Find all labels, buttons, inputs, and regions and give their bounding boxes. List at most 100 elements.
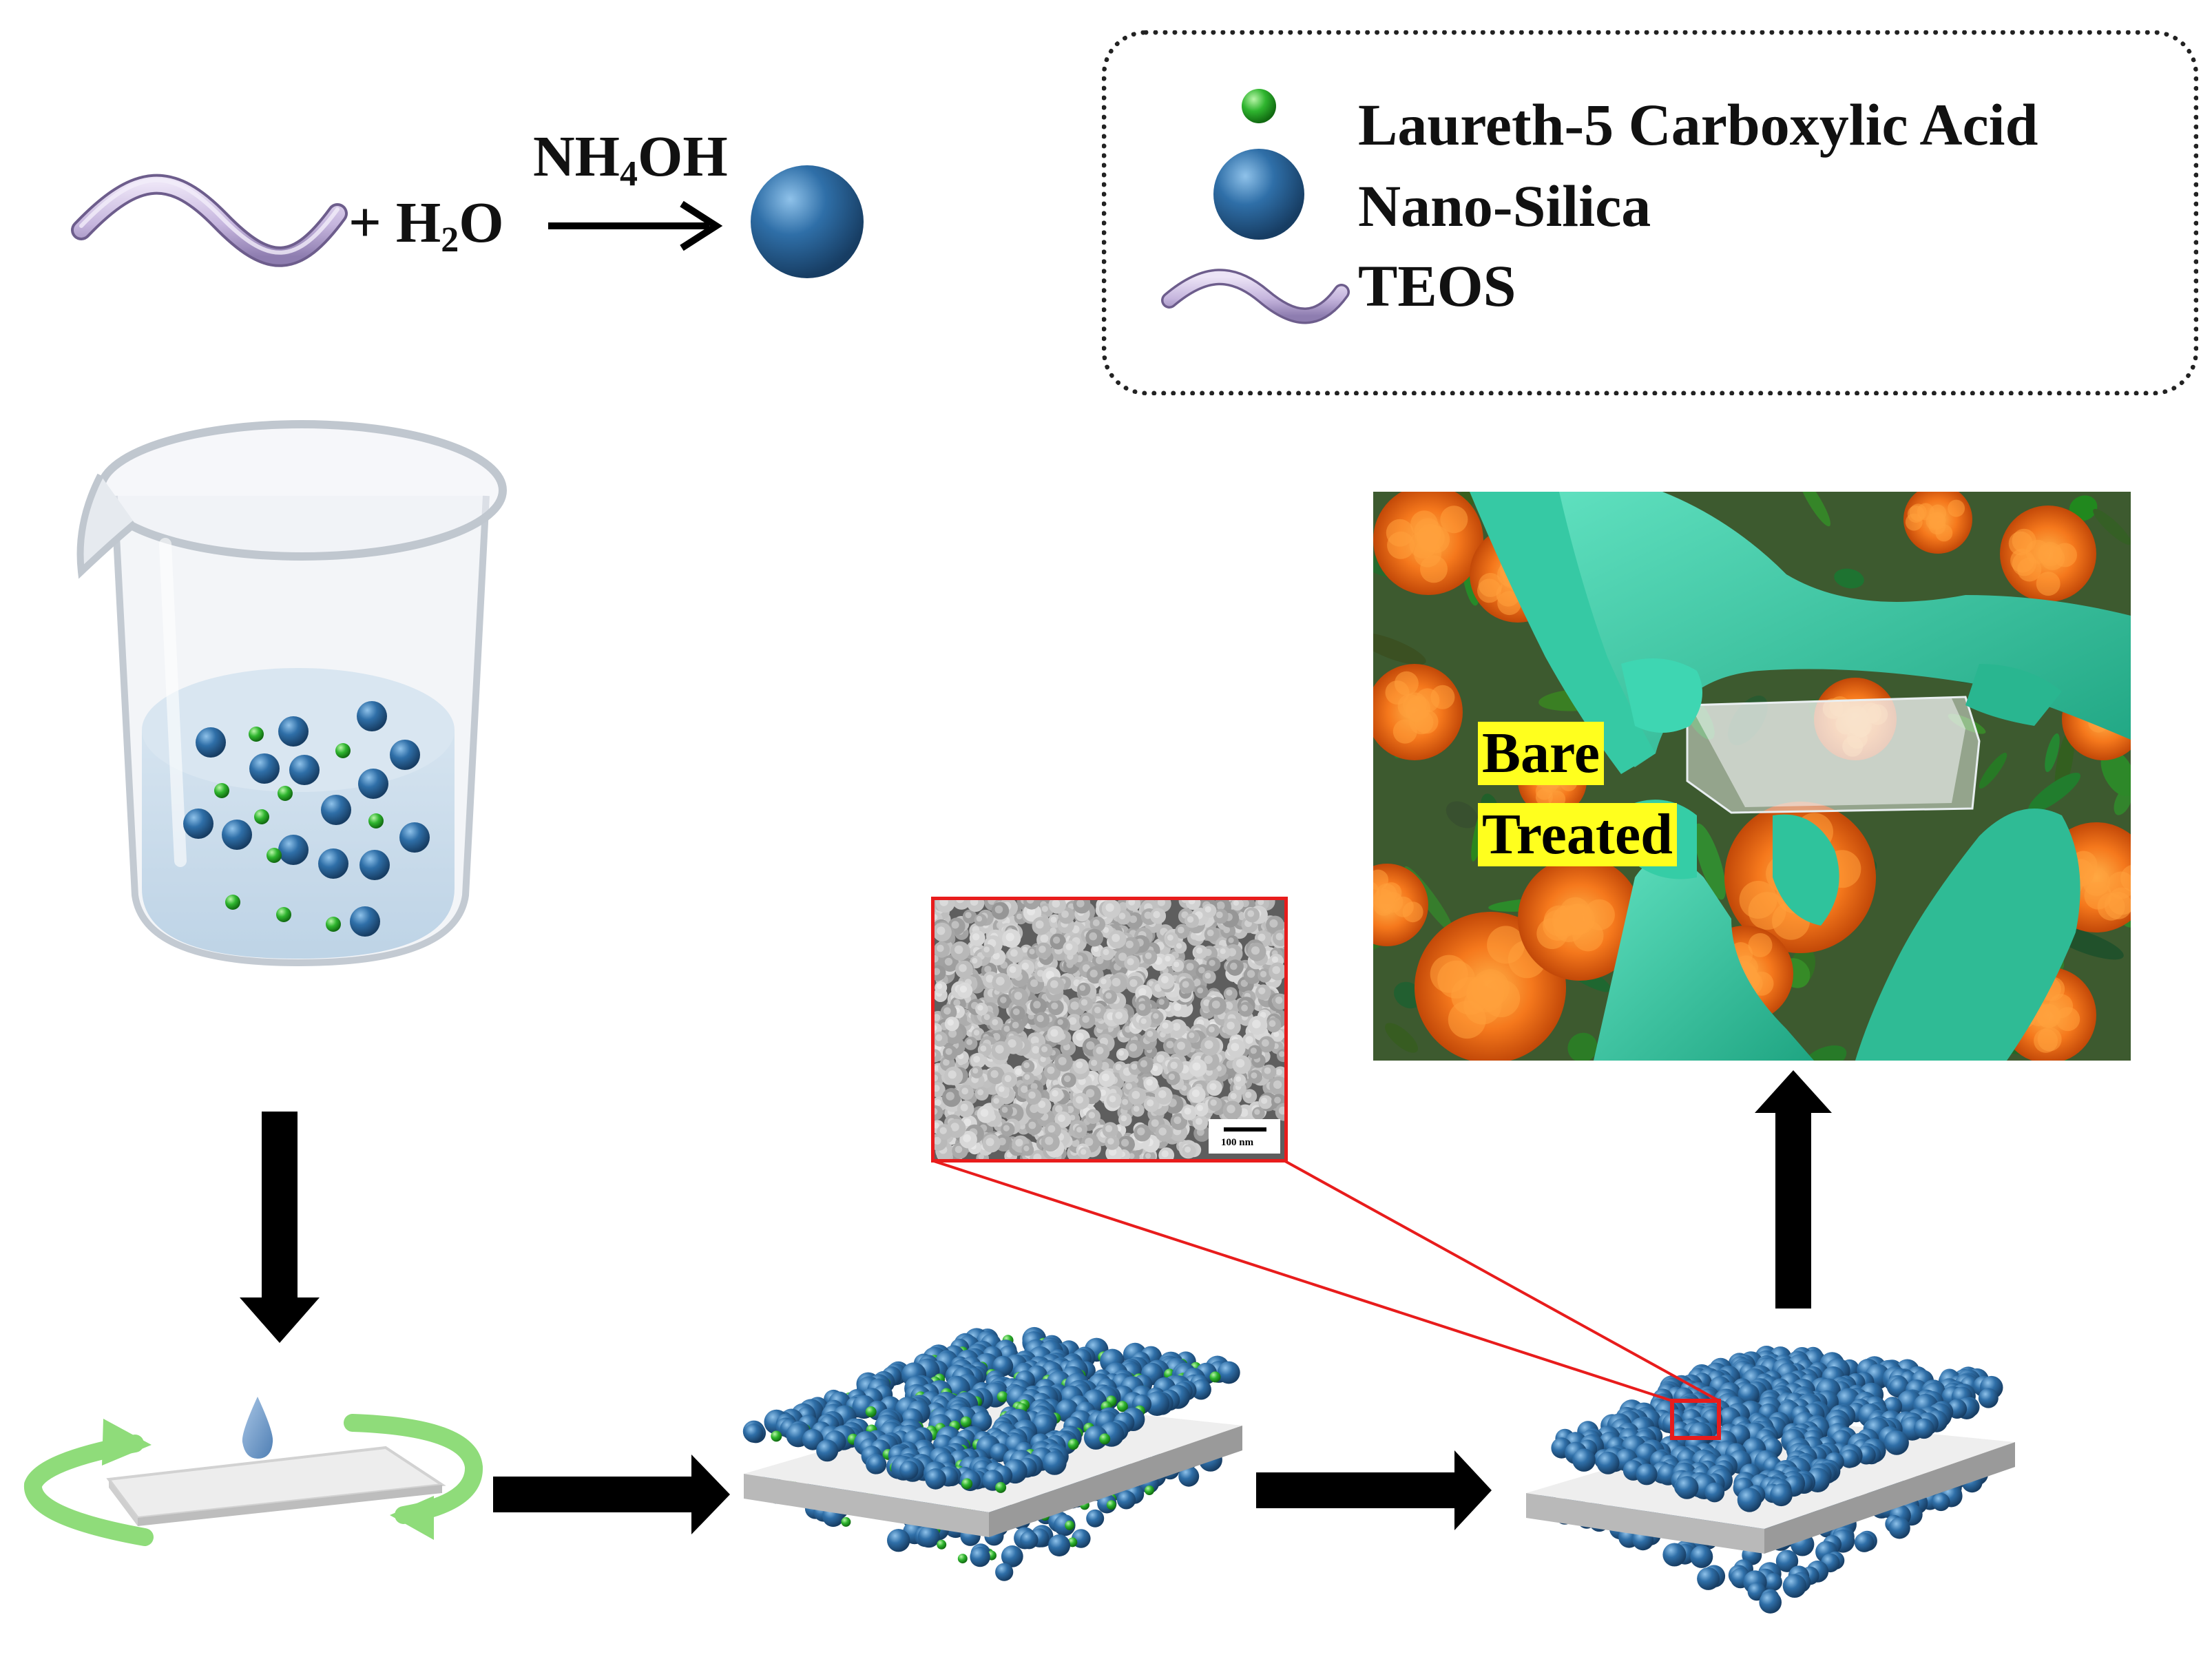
beaker-surfactant-particle (267, 848, 282, 863)
layer-silica-particle (1086, 1509, 1105, 1528)
beaker-silica-particle (399, 822, 430, 853)
layer-surfactant-particle (995, 1481, 1007, 1493)
beaker-surfactant-particle (368, 813, 384, 828)
layer-surfactant-particle (1099, 1433, 1111, 1445)
plus-sign: + (348, 191, 382, 255)
beaker-silica-particle (357, 701, 387, 731)
droplet-icon (242, 1397, 273, 1459)
layer-silica-particle (1764, 1573, 1782, 1592)
layer-surfactant-particle (961, 1478, 973, 1490)
layer-silica-particle (1913, 1418, 1934, 1439)
beaker-silica-particle (278, 716, 309, 747)
layer-silica-particle (1020, 1531, 1039, 1550)
layer-surfactant-particle (865, 1406, 877, 1417)
layer-surfactant-particle (997, 1391, 1008, 1403)
layer-surfactant-particle (960, 1416, 972, 1428)
green-dot-icon (1242, 89, 1276, 123)
layer-silica-particle (970, 1546, 990, 1567)
layer-silica-particle (899, 1461, 919, 1480)
layer-surfactant-particle (1116, 1401, 1128, 1412)
layer-silica-particle (816, 1439, 839, 1462)
layer-silica-particle (1572, 1448, 1596, 1472)
beaker-surfactant-particle (225, 895, 240, 910)
label-treated: Treated (1478, 803, 1677, 866)
layer-silica-particle (1145, 1391, 1170, 1416)
coated-substrate-silica-only (1526, 1346, 2015, 1614)
layer-silica-particle (1704, 1482, 1725, 1503)
scale-bar-background (1209, 1119, 1280, 1154)
layer-silica-particle (1737, 1488, 1762, 1512)
legend-label-teos: TEOS (1358, 253, 1516, 319)
layer-silica-particle (1001, 1545, 1023, 1567)
zoom-callout-lines (933, 1160, 1720, 1402)
coated-substrate-with-surfactant (742, 1326, 1242, 1581)
layer-silica-particle (1839, 1449, 1859, 1468)
up-arrow-icon (1755, 1070, 1832, 1309)
purple-wave-icon (1161, 269, 1350, 324)
layer-silica-particle (1697, 1567, 1720, 1590)
layer-silica-particle (971, 1411, 992, 1432)
beaker-surfactant-particle (335, 743, 351, 758)
beaker-surfactant-particle (214, 783, 229, 798)
layer-silica-particle (1759, 1591, 1782, 1614)
layer-silica-particle (1770, 1483, 1793, 1507)
rotation-arrow-right-icon (344, 1414, 483, 1524)
nano-silica-product-icon (751, 165, 864, 278)
layer-silica-particle (1032, 1414, 1056, 1438)
beaker-silica-particle (350, 906, 380, 937)
beaker-silica-particle (289, 755, 320, 785)
rotation-arrow-left-icon (24, 1435, 154, 1546)
layer-silica-particle (1932, 1492, 1950, 1512)
glove-top (1552, 492, 2131, 767)
beaker-silica-particle (318, 848, 348, 879)
beaker-icon (76, 420, 507, 967)
spin-coating-icon (24, 1397, 483, 1546)
water-formula: H2O (395, 191, 504, 260)
beaker-surfactant-particle (278, 786, 293, 801)
layer-silica-particle (925, 1468, 946, 1490)
down-arrow-icon (240, 1112, 320, 1343)
layer-surfactant-particle (1067, 1439, 1079, 1450)
layer-silica-particle (1217, 1361, 1240, 1384)
glove-bottom (1594, 857, 1814, 1061)
beaker-surfactant-particle (326, 917, 341, 932)
legend-label-silica: Nano-Silica (1358, 173, 1651, 239)
layer-silica-particle (1675, 1476, 1699, 1499)
layer-silica-particle (1854, 1532, 1875, 1552)
layer-surfactant-particle (1209, 1371, 1221, 1383)
legend-box (1102, 30, 2198, 395)
beaker-surfactant-particle (254, 809, 269, 824)
layer-silica-particle (1178, 1466, 1200, 1487)
beaker-silica-particle (359, 850, 390, 880)
label-bare: Bare (1478, 722, 1605, 785)
beaker-silica-particle (249, 753, 280, 784)
right-arrow-1-icon (493, 1455, 730, 1534)
layer-surfactant-particle (1106, 1500, 1116, 1510)
beaker-silica-particle (183, 809, 213, 839)
layer-silica-particle (1662, 1543, 1687, 1567)
right-arrow-2-icon (1256, 1450, 1492, 1530)
layer-silica-particle (1782, 1574, 1807, 1598)
beaker-surfactant-particle (276, 907, 291, 922)
layer-silica-particle (867, 1455, 887, 1474)
layer-surfactant-particle (1145, 1485, 1154, 1495)
layer-surfactant-particle (937, 1539, 947, 1550)
legend-label-surfactant: Laureth-5 Carboxylic Acid (1358, 92, 2038, 158)
layer-surfactant-particle (1065, 1520, 1075, 1530)
layer-silica-particle (744, 1424, 764, 1443)
zoom-region-marker (1670, 1399, 1721, 1440)
beaker-silica-particle (222, 820, 252, 850)
scale-bar (1224, 1127, 1266, 1132)
layer-silica-particle (1116, 1490, 1136, 1510)
layer-silica-particle (917, 1525, 940, 1548)
beaker-silica-particle (358, 769, 388, 799)
layer-silica-particle (1775, 1550, 1799, 1572)
reaction-arrow-icon (548, 200, 723, 251)
layer-silica-particle (1043, 1451, 1067, 1475)
layer-silica-particle (1636, 1463, 1658, 1485)
beaker-silica-particle (196, 727, 226, 758)
layer-silica-particle (1888, 1517, 1910, 1539)
layer-silica-particle (995, 1563, 1014, 1581)
reagent-formula: NH4OH (533, 125, 728, 194)
